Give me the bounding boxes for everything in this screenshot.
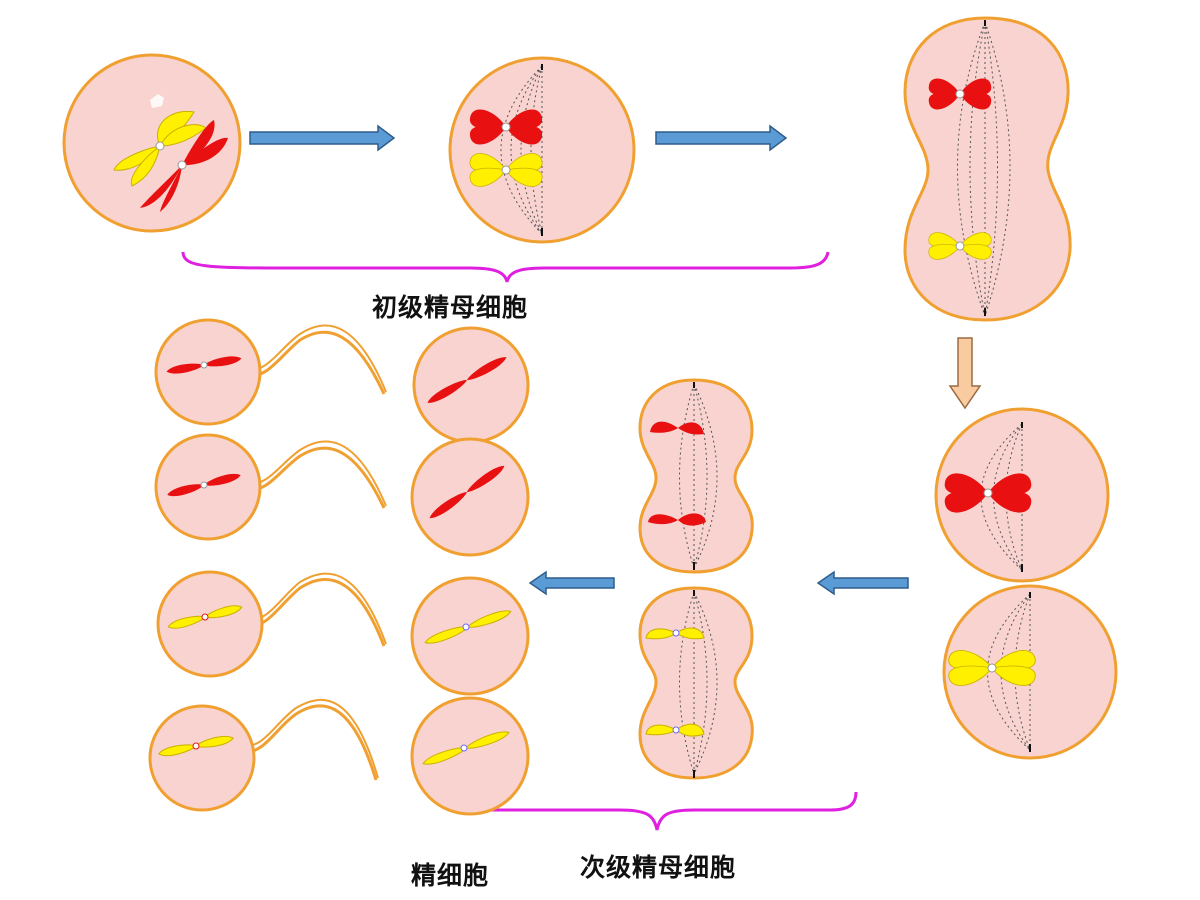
left-arrow-icon bbox=[528, 570, 615, 596]
curly-brace-icon bbox=[181, 251, 830, 283]
down-arrow-icon bbox=[948, 337, 982, 410]
spermatid-tailed-2 bbox=[154, 433, 387, 541]
dividing-cell-red bbox=[638, 378, 754, 574]
label-primary-spermatocyte: 初级精母细胞 bbox=[372, 293, 529, 322]
spermatid-tailed-3 bbox=[156, 570, 387, 678]
red-chromosome bbox=[140, 120, 228, 212]
secondary-cell-yellow bbox=[942, 584, 1118, 760]
spermatid-round-2 bbox=[410, 437, 530, 557]
yellow-chromosome bbox=[113, 110, 207, 187]
left-arrow-icon bbox=[816, 570, 909, 596]
right-arrow-icon bbox=[249, 124, 396, 152]
primary-cell-1 bbox=[62, 53, 242, 233]
primary-cell-2 bbox=[448, 56, 636, 244]
spermatid-tailed-1 bbox=[154, 318, 387, 426]
primary-cell-3 bbox=[903, 16, 1072, 322]
spermatid-round-1 bbox=[412, 326, 530, 444]
spermatid-tailed-4 bbox=[148, 698, 379, 812]
curly-brace-icon bbox=[456, 791, 858, 831]
right-arrow-icon bbox=[655, 124, 788, 152]
spermatid-round-3 bbox=[410, 576, 530, 696]
dividing-cell-yellow bbox=[638, 586, 754, 780]
label-spermatid: 精细胞 bbox=[411, 861, 490, 890]
secondary-cell-red bbox=[934, 407, 1110, 583]
label-secondary-spermatocyte: 次级精母细胞 bbox=[580, 853, 737, 882]
spermatid-round-4 bbox=[410, 696, 530, 816]
